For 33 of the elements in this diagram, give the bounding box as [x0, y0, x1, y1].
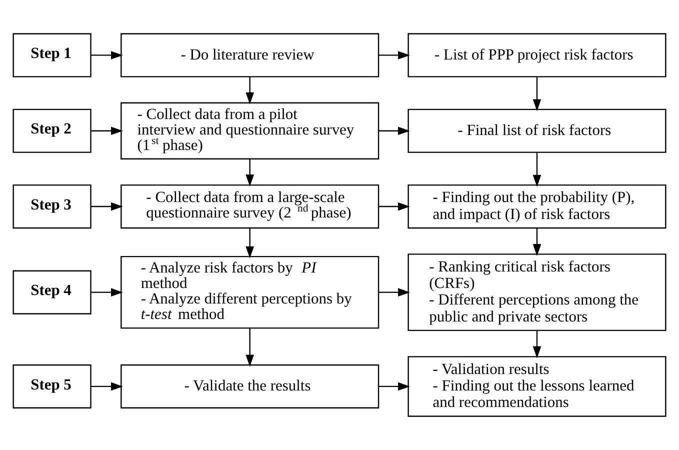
node-box: Step 4: [12, 270, 92, 314]
node-box: - List of PPP project risk factors: [408, 33, 666, 78]
node-box: - Final list of risk factors: [408, 108, 666, 153]
node-box: Step 2: [12, 108, 92, 153]
arrow: [378, 288, 410, 296]
node-box: - Collect data from a pilot interview and questionnaire survey (1$^{st}$ phase): [120, 102, 380, 160]
arrow: [532, 228, 542, 256]
node-box: - Finding out the probability (P), and impact (I) of risk factors: [408, 184, 666, 229]
arrow: [378, 126, 410, 136]
node-box: Step 1: [12, 33, 92, 78]
arrow: [91, 51, 123, 60]
node-box: - Do literature review: [120, 33, 380, 78]
arrow: [91, 126, 123, 136]
node-box: - Ranking critical risk factors (CRFs) - Different perceptions among the public and private sectors: [408, 254, 666, 332]
arrow: [246, 228, 254, 258]
arrow: [246, 76, 254, 104]
arrow: [246, 328, 254, 367]
node-box: - Validation results - Finding out the lessons learned and recommendations: [408, 356, 666, 417]
node-box: - Validate the results: [120, 364, 380, 408]
arrow: [378, 51, 410, 60]
node-box: Step 5: [12, 364, 92, 408]
arrow: [378, 202, 410, 211]
node-box: - Collect data from a large-scale questionnaire survey (2$^{nd}$ phase): [120, 184, 380, 229]
arrow: [532, 152, 542, 187]
node-box: - Analyze risk factors by PI method - Analyze different perceptions by t-test method: [120, 256, 380, 329]
arrow: [91, 202, 123, 211]
arrow: [532, 330, 542, 358]
arrow: [91, 288, 123, 296]
arrow: [246, 158, 254, 186]
arrow: [532, 76, 542, 112]
node-box: Step 3: [12, 184, 92, 229]
arrow: [91, 382, 123, 391]
arrow: [378, 382, 410, 391]
